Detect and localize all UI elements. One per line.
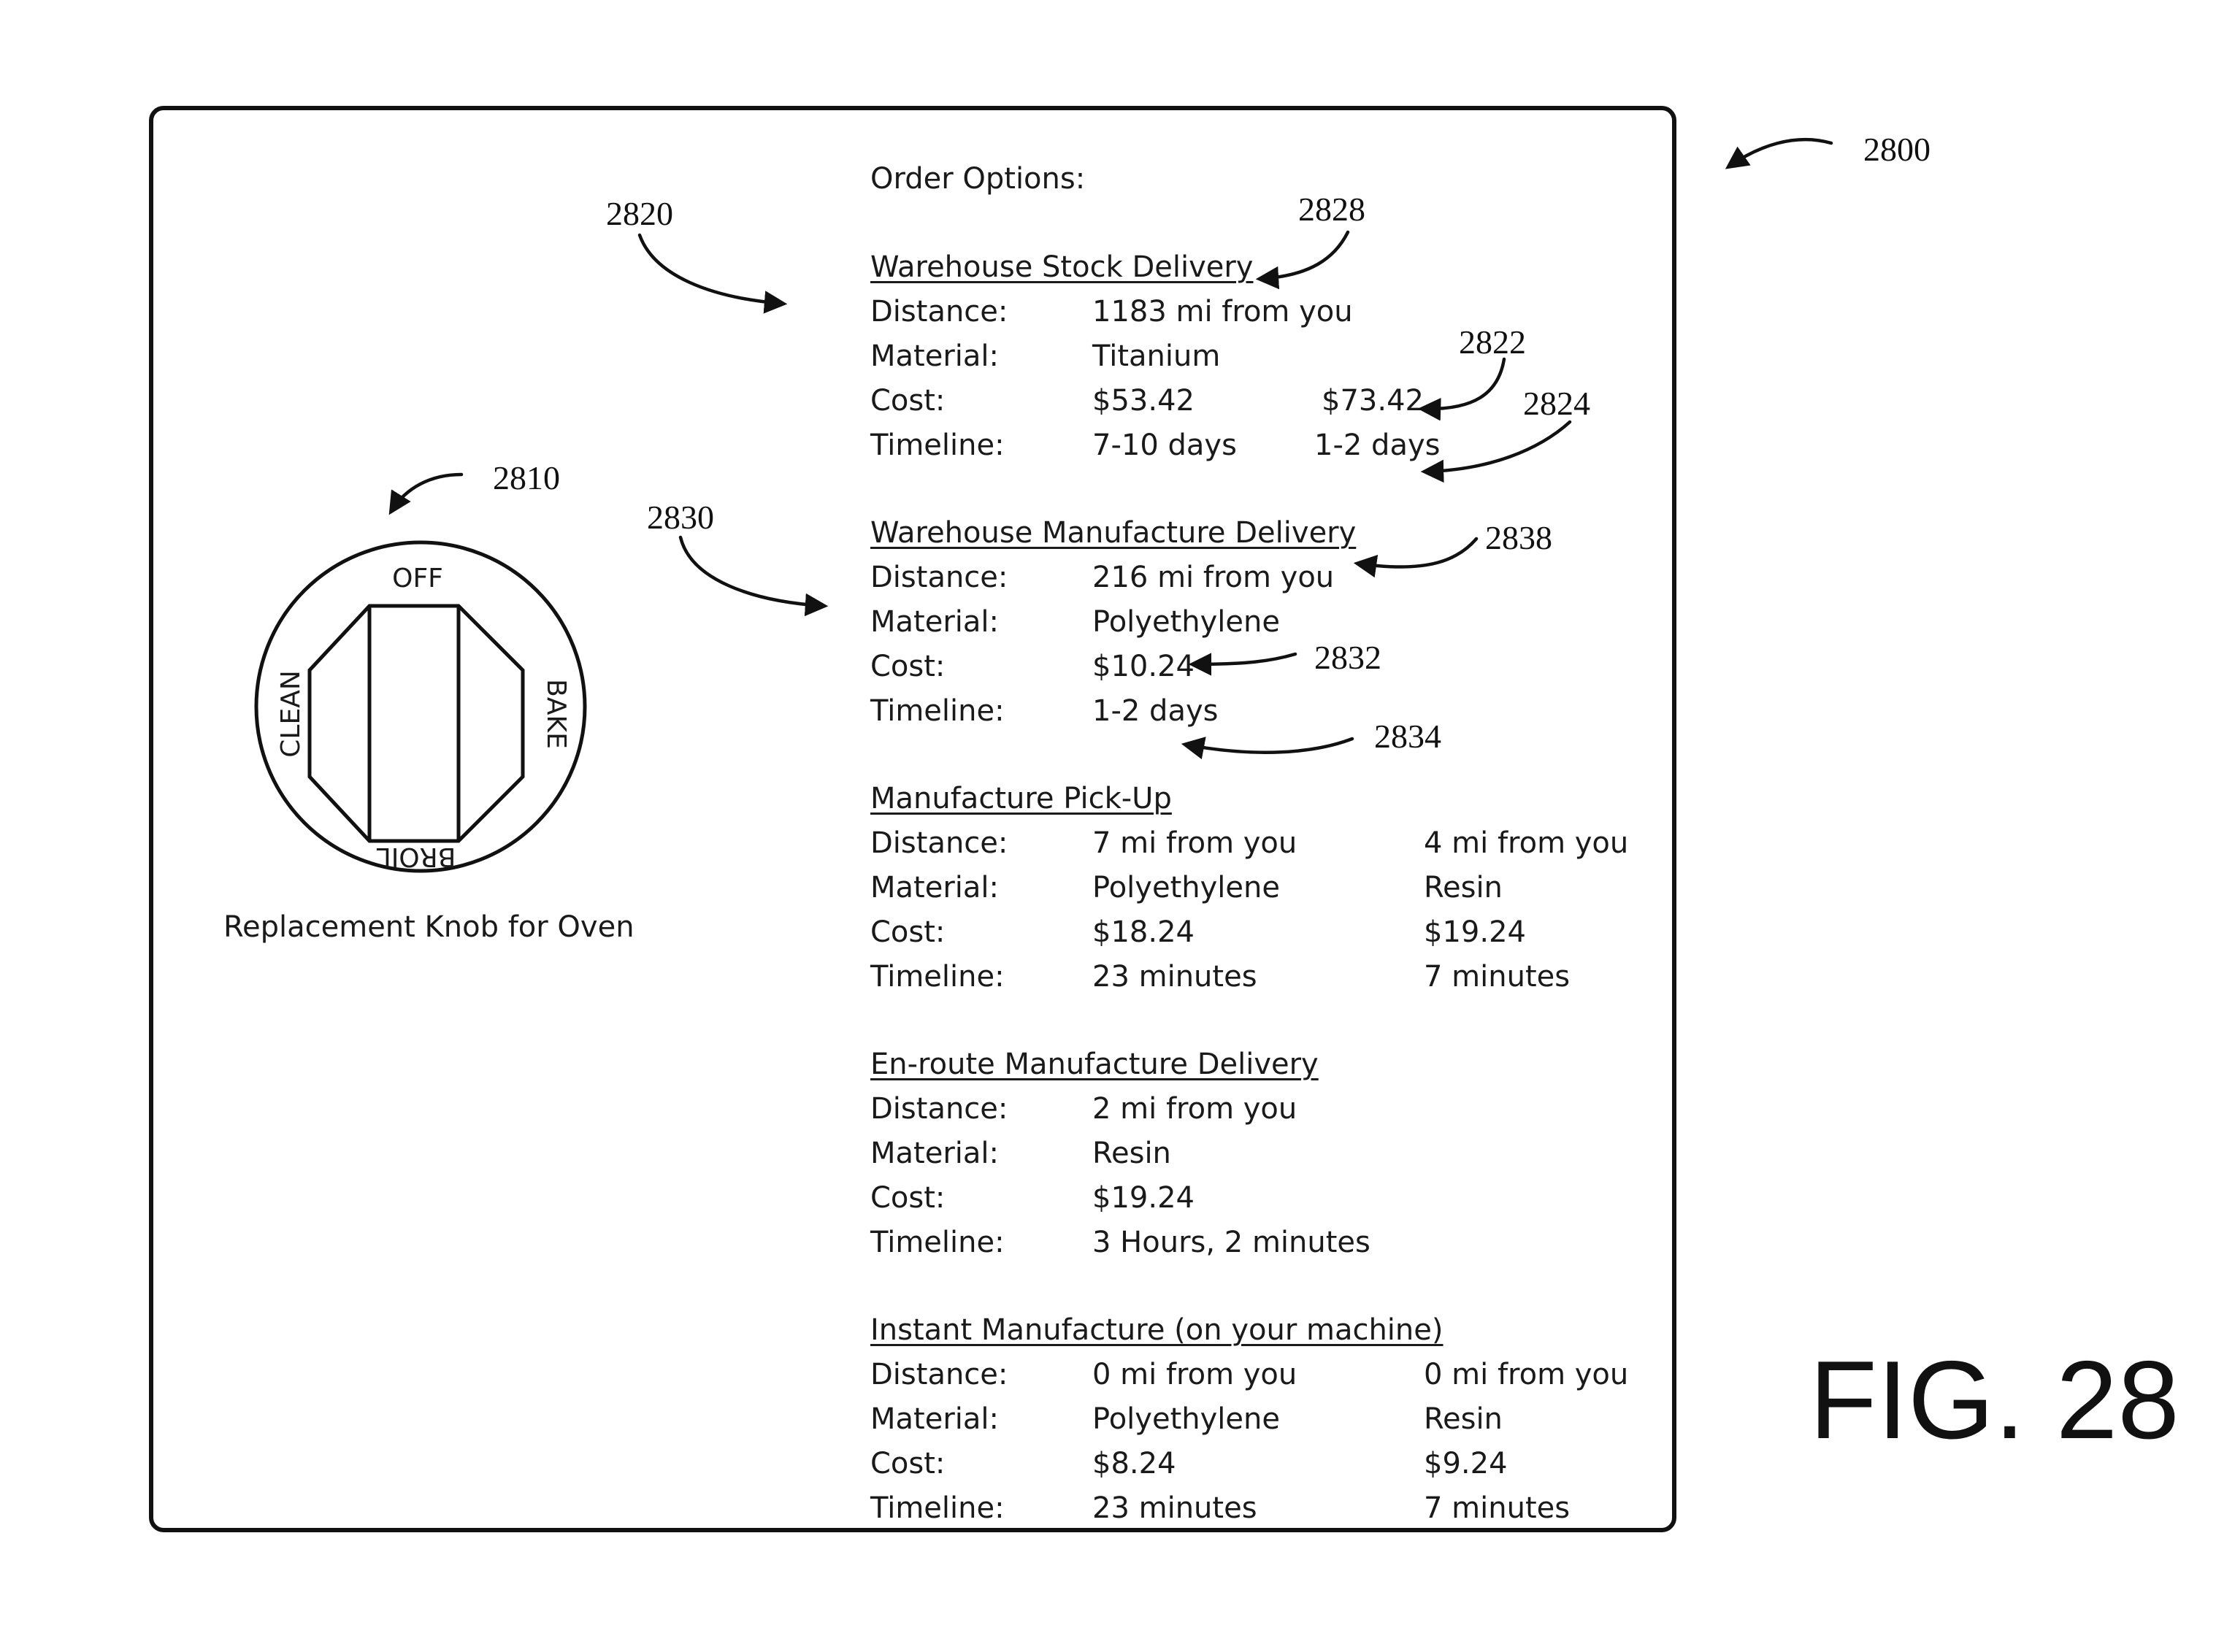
arrow-2810 [391,475,461,511]
arrow-2828 [1260,232,1348,279]
arrow-2830 [680,537,824,606]
arrow-2800 [1729,139,1831,166]
arrow-2820 [640,235,783,304]
arrow-2822 [1422,359,1504,409]
arrow-2824 [1425,422,1570,472]
arrow-2838 [1358,539,1476,567]
arrow-2834 [1186,739,1352,753]
arrow-2832 [1193,654,1295,664]
